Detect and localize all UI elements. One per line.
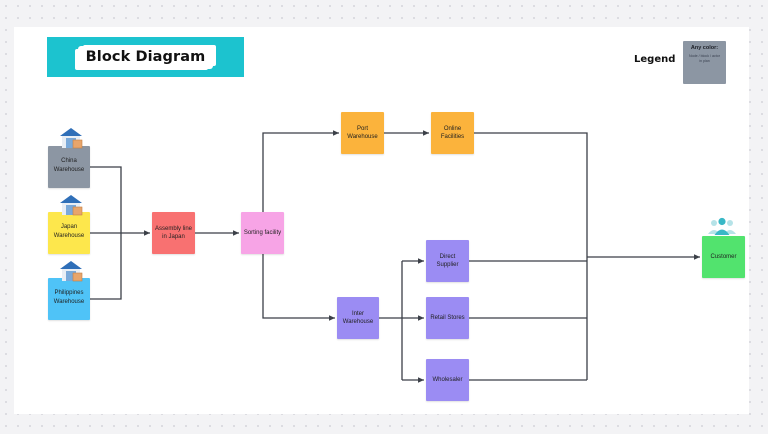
- philippines-warehouse-label: Philippines Warehouse: [53, 290, 85, 305]
- inter-warehouse-label: Inter Warehouse: [342, 310, 374, 326]
- node-online-facilities[interactable]: Online Facilities: [431, 112, 474, 154]
- node-japan-warehouse[interactable]: Japan Warehouse: [48, 212, 90, 254]
- connector-sorting-to-inter: [262, 254, 335, 321]
- legend-card[interactable]: Any color: Node / block / actor in plan: [683, 41, 726, 84]
- online-facilities-label: Online Facilities: [440, 125, 465, 141]
- china-warehouse-label: China Warehouse: [53, 158, 85, 173]
- legend-card-text: Node / block / actor in plan: [689, 54, 720, 63]
- legend-label: Legend: [634, 54, 676, 65]
- wholesaler-label: Wholesaler: [432, 376, 463, 383]
- node-inter-warehouse[interactable]: Inter Warehouse: [337, 297, 379, 339]
- node-customer[interactable]: Customer: [702, 236, 745, 278]
- node-philippines-warehouse[interactable]: Philippines Warehouse: [48, 278, 90, 320]
- warehouse-icon: [60, 128, 83, 149]
- customer-label: Customer: [710, 253, 737, 260]
- node-port-warehouse[interactable]: Port Warehouse: [341, 112, 384, 154]
- node-assembly-line[interactable]: Assembly line in Japan: [152, 212, 195, 254]
- direct-supplier-label: Direct Supplier: [436, 253, 459, 269]
- assembly-line-label: Assembly line in Japan: [154, 225, 192, 241]
- node-china-warehouse[interactable]: China Warehouse: [48, 146, 90, 188]
- node-wholesaler[interactable]: Wholesaler: [426, 359, 469, 401]
- node-retail-stores[interactable]: Retail Stores: [426, 297, 469, 339]
- diagram-canvas: [14, 27, 749, 414]
- node-direct-supplier[interactable]: Direct Supplier: [426, 240, 469, 282]
- title-plate: Block Diagram: [77, 45, 214, 69]
- port-warehouse-label: Port Warehouse: [347, 125, 378, 141]
- legend-card-title: Any color:: [690, 45, 719, 51]
- warehouse-icon: [60, 195, 83, 216]
- connector-sorting-to-port: [262, 130, 339, 212]
- title-banner: Block Diagram: [47, 37, 244, 77]
- connector-online-out: [474, 132, 588, 380]
- diagram-title: Block Diagram: [85, 48, 206, 65]
- sorting-facility-label: Sorting facility: [243, 229, 282, 236]
- retail-stores-label: Retail Stores: [430, 314, 465, 321]
- japan-warehouse-label: Japan Warehouse: [53, 224, 85, 239]
- warehouse-icon: [60, 261, 83, 282]
- node-sorting-facility[interactable]: Sorting facility: [241, 212, 284, 254]
- people-icon: [708, 217, 736, 235]
